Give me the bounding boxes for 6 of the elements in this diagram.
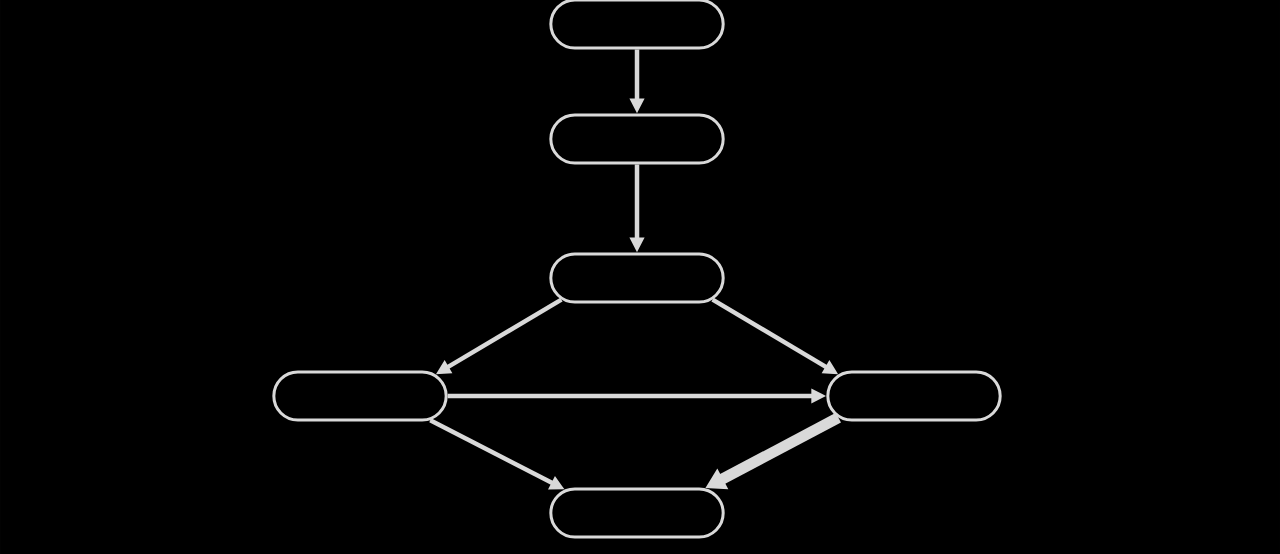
rounded-box (272, 370, 448, 422)
rounded-box (549, 113, 725, 165)
rounded-box (549, 487, 725, 539)
rounded-box (826, 370, 1002, 422)
rounded-box (549, 252, 725, 304)
rounded-box (549, 0, 725, 50)
